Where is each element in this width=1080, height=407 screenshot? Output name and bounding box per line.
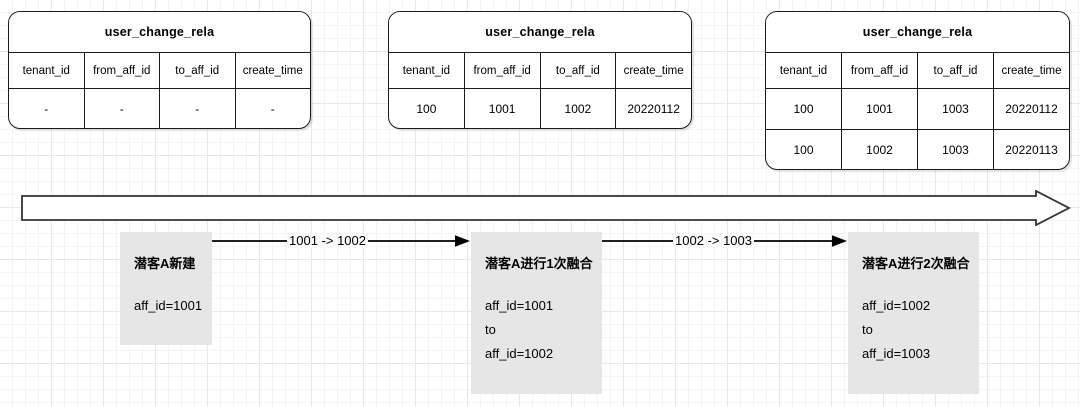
- column-header-from-aff-id: from_aff_id: [463, 53, 540, 88]
- cell-to-aff-id: 1003: [917, 89, 993, 129]
- column-header-tenant-id: tenant_id: [779, 64, 828, 77]
- entity-table-3-title: user_change_rela: [766, 12, 1069, 53]
- stage-2-line-2: to: [485, 322, 496, 337]
- column-header-tenant-id: tenant_id: [22, 64, 70, 77]
- cell-create-time: 20220112: [615, 89, 691, 128]
- cell-create-time: 20220112: [993, 89, 1069, 129]
- cell-from-aff-id: -: [83, 89, 160, 128]
- cell-to-aff-id: 1002: [539, 89, 616, 128]
- stage-box-3[interactable]: 潜客A进行2次融合 aff_id=1002 to aff_id=1003: [848, 232, 979, 394]
- table-row: 100 1001 1003 20220112: [766, 88, 1069, 129]
- column-header-from-aff-id: from_aff_id: [83, 53, 160, 88]
- column-header-to-aff-id: to_aff_id: [159, 53, 235, 88]
- stage-1-lines: aff_id=1001: [134, 294, 203, 318]
- cell-to-aff-id: 1003: [917, 130, 993, 169]
- table-row: 100 1001 1002 20220112: [389, 88, 691, 128]
- stage-3-line-3: aff_id=1003: [862, 346, 931, 361]
- column-header-to-aff-id: to_aff_id: [917, 53, 993, 88]
- entity-table-3-header-row: tenant_id from_aff_id to_aff_id create_t…: [766, 53, 1069, 88]
- cell-tenant-id: -: [44, 102, 49, 116]
- stage-2-line-1: aff_id=1001: [485, 298, 554, 313]
- column-header-create-time: create_time: [234, 53, 311, 88]
- stage-3-title: 潜客A进行2次融合: [862, 256, 970, 271]
- cell-tenant-id: 100: [793, 143, 814, 157]
- stage-2-title: 潜客A进行1次融合: [485, 256, 593, 271]
- connector-label-2: 1002 -> 1003: [673, 233, 754, 248]
- cell-from-aff-id: 1002: [841, 130, 917, 169]
- entity-table-1[interactable]: user_change_rela tenant_id from_aff_id t…: [8, 11, 311, 129]
- cell-from-aff-id: 1001: [463, 89, 540, 128]
- time-axis-arrow: [20, 189, 1072, 227]
- stage-3-line-2: to: [862, 322, 873, 337]
- table-row: 100 1002 1003 20220113: [766, 129, 1069, 169]
- stage-3-line-1: aff_id=1002: [862, 298, 931, 313]
- cell-to-aff-id: -: [159, 89, 235, 128]
- stage-3-lines: aff_id=1002 to aff_id=1003: [862, 294, 965, 366]
- cell-create-time: 20220113: [993, 130, 1069, 169]
- column-header-create-time: create_time: [615, 53, 691, 88]
- cell-from-aff-id: 1001: [841, 89, 917, 129]
- stage-2-line-3: aff_id=1002: [485, 346, 554, 361]
- entity-table-1-title: user_change_rela: [9, 12, 310, 53]
- stage-box-2[interactable]: 潜客A进行1次融合 aff_id=1001 to aff_id=1002: [471, 232, 602, 394]
- entity-table-3[interactable]: user_change_rela tenant_id from_aff_id t…: [765, 11, 1070, 170]
- entity-table-2[interactable]: user_change_rela tenant_id from_aff_id t…: [388, 11, 692, 129]
- entity-table-1-header-row: tenant_id from_aff_id to_aff_id create_t…: [9, 53, 310, 88]
- column-header-to-aff-id: to_aff_id: [539, 53, 616, 88]
- column-header-from-aff-id: from_aff_id: [841, 53, 917, 88]
- stage-2-lines: aff_id=1001 to aff_id=1002: [485, 294, 588, 366]
- cell-create-time: -: [234, 89, 311, 128]
- entity-table-2-title: user_change_rela: [389, 12, 691, 53]
- cell-tenant-id: 100: [416, 102, 437, 116]
- stage-1-line-1: aff_id=1001: [134, 298, 203, 313]
- cell-tenant-id: 100: [793, 102, 814, 116]
- connector-label-1: 1001 -> 1002: [287, 233, 368, 248]
- column-header-create-time: create_time: [993, 53, 1069, 88]
- entity-table-2-header-row: tenant_id from_aff_id to_aff_id create_t…: [389, 53, 691, 88]
- column-header-tenant-id: tenant_id: [402, 64, 451, 77]
- stage-box-1[interactable]: 潜客A新建 aff_id=1001: [120, 232, 212, 345]
- table-row: - - - -: [9, 88, 311, 128]
- stage-1-title: 潜客A新建: [134, 256, 196, 271]
